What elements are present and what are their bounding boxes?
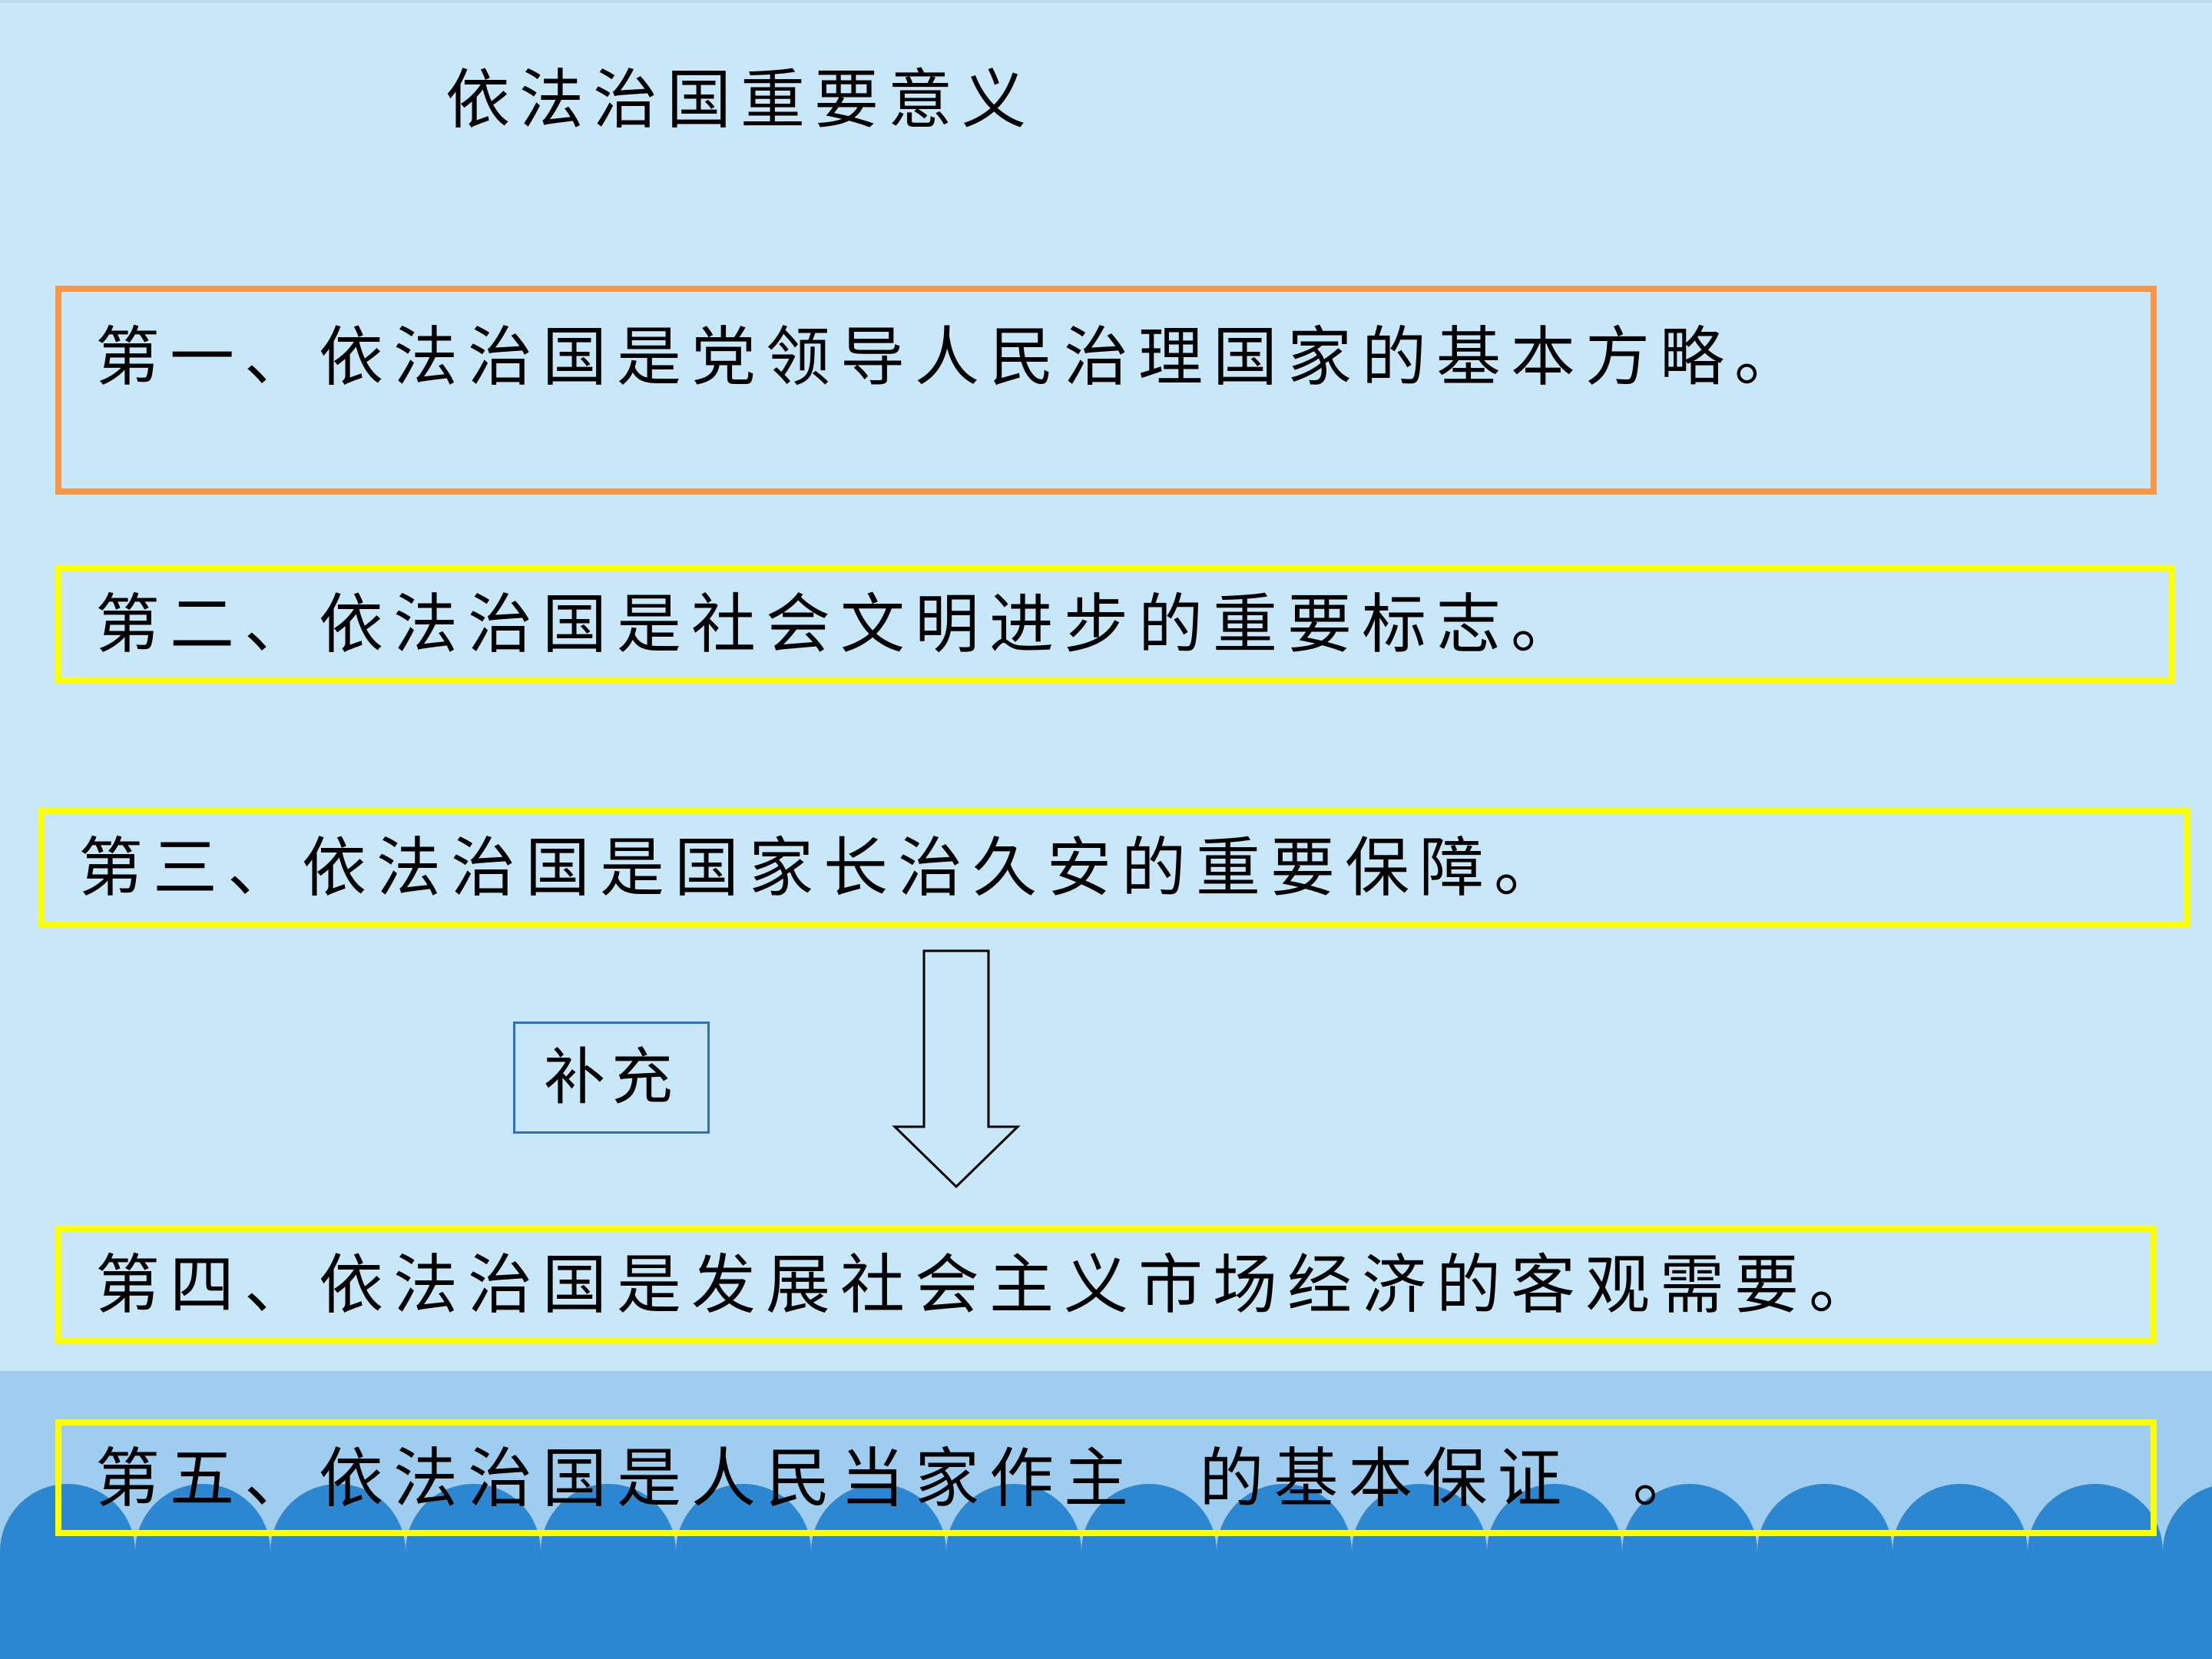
supplement-label: 补充 bbox=[513, 1022, 710, 1134]
point-text-5: 第五、依法治国是人民当家作主 的基本保证 。 bbox=[95, 1441, 1707, 1516]
point-box-5: 第五、依法治国是人民当家作主 的基本保证 。 bbox=[55, 1419, 2157, 1536]
point-text-4: 第四、依法治国是发展社会主义市场经济的客观需要。 bbox=[95, 1247, 1884, 1323]
down-arrow-icon bbox=[892, 949, 1021, 1189]
point-text-3: 第三、依法治国是国家长治久安的重要保障。 bbox=[78, 830, 1569, 906]
wave-base bbox=[0, 1559, 2212, 1659]
point-box-2: 第二、依法治国是社会文明进步的重要标志。 bbox=[55, 565, 2175, 684]
top-edge bbox=[0, 0, 2212, 3]
point-box-3: 第三、依法治国是国家长治久安的重要保障。 bbox=[38, 808, 2190, 927]
point-text-1: 第一、依法治国是党领导人民治理国家的基本方略。 bbox=[95, 320, 1810, 395]
page-title: 依法治国重要意义 bbox=[445, 62, 1036, 137]
point-text-2: 第二、依法治国是社会文明进步的重要标志。 bbox=[95, 587, 1586, 662]
wave-decoration bbox=[0, 1484, 2212, 1659]
point-box-1: 第一、依法治国是党领导人民治理国家的基本方略。 bbox=[55, 286, 2157, 495]
point-box-4: 第四、依法治国是发展社会主义市场经济的客观需要。 bbox=[55, 1225, 2157, 1344]
